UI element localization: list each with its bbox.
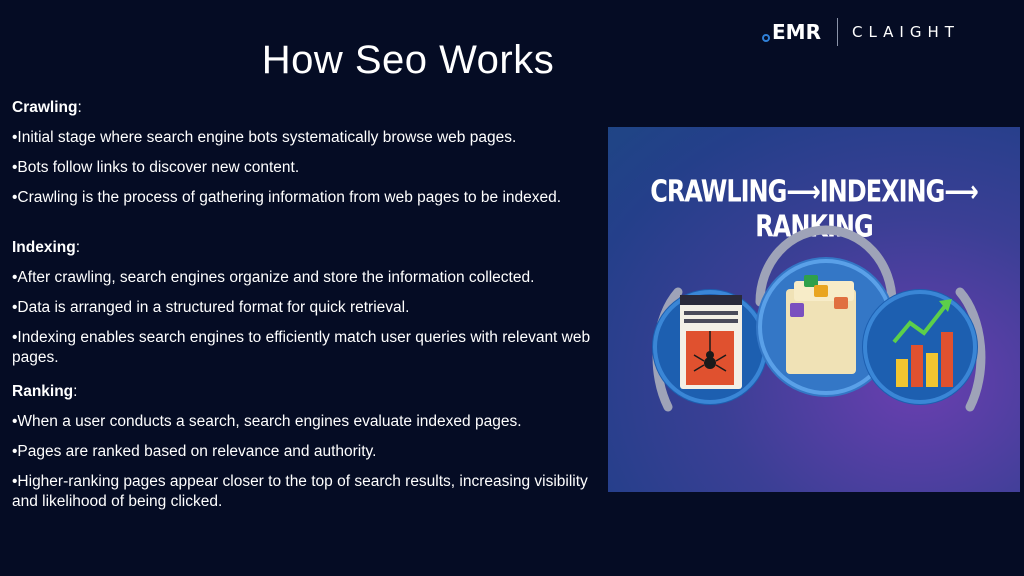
bullet-item: •Crawling is the process of gathering in…	[12, 189, 562, 206]
bullet-item: •After crawling, search engines organize…	[12, 269, 535, 286]
bullet-item: •Higher-ranking pages appear closer to t…	[12, 473, 588, 510]
bullet-item: •Initial stage where search engine bots …	[12, 129, 517, 146]
logo-divider	[836, 18, 838, 46]
seo-process-illustration: CRAWLING⟶INDEXING⟶RANKING	[608, 127, 1020, 492]
folder-files-icon	[756, 257, 896, 397]
bullet-item: •Pages are ranked based on relevance and…	[12, 443, 377, 460]
illustration-graphics	[652, 225, 986, 412]
bullet-item: •Data is arranged in a structured format…	[12, 299, 410, 316]
spider-web-page-icon	[652, 289, 768, 405]
bullet-item: •When a user conducts a search, search e…	[12, 413, 522, 430]
content-body: Crawling: •Initial stage where search en…	[12, 98, 604, 522]
emr-logo: EMR	[762, 20, 821, 44]
brand-logo: EMR CLAIGHT	[762, 16, 1012, 48]
bullet-item: •Indexing enables search engines to effi…	[12, 329, 591, 366]
section-heading-ranking: Ranking:	[12, 383, 78, 400]
bullet-item: •Bots follow links to discover new conte…	[12, 159, 300, 176]
logo-dot-icon	[762, 34, 770, 42]
page-title: How Seo Works	[261, 38, 555, 82]
bar-chart-growth-icon	[862, 289, 978, 405]
section-heading-crawling: Crawling:	[12, 99, 82, 116]
section-heading-indexing: Indexing:	[12, 239, 81, 256]
claight-logo: CLAIGHT	[851, 23, 960, 41]
